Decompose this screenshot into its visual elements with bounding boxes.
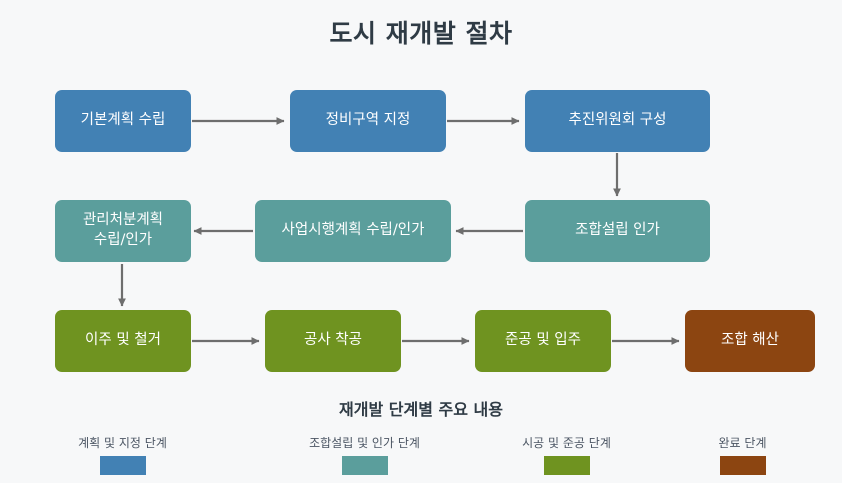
legend-swatch <box>341 456 388 475</box>
legend-swatch <box>719 456 766 475</box>
flow-node-label: 기본계획 수립 <box>80 112 166 129</box>
flow-node-step7[interactable]: 이주 및 철거 <box>55 310 191 372</box>
flow-node-step9[interactable]: 준공 및 입주 <box>475 310 611 372</box>
flow-node-step8[interactable]: 공사 착공 <box>265 310 401 372</box>
flow-node-label: 조합설립 인가 <box>575 222 660 239</box>
flow-node-step4[interactable]: 조합설립 인가 <box>525 200 710 262</box>
flow-node-label: 이주 및 철거 <box>85 332 161 349</box>
flow-node-step6[interactable]: 관리처분계획 수립/인가 <box>55 200 191 262</box>
flow-node-step10[interactable]: 조합 해산 <box>685 310 815 372</box>
legend-item-label: 계획 및 지정 단계 <box>78 436 167 450</box>
legend-swatch <box>99 456 146 475</box>
legend-title: 재개발 단계별 주요 내용 <box>339 400 503 419</box>
legend-item-label: 조합설립 및 인가 단계 <box>309 436 420 450</box>
flow-node-label: 추진위원회 구성 <box>568 112 667 129</box>
flow-node-label: 공사 착공 <box>304 332 362 349</box>
page-title: 도시 재개발 절차 <box>329 19 513 48</box>
legend-item-label: 시공 및 준공 단계 <box>522 436 611 450</box>
flow-node-step1[interactable]: 기본계획 수립 <box>55 90 191 152</box>
flow-node-label: 조합 해산 <box>721 332 779 349</box>
flow-node-label: 사업시행계획 수립/인가 <box>281 222 425 239</box>
flow-node-step2[interactable]: 정비구역 지정 <box>290 90 446 152</box>
flow-node-step3[interactable]: 추진위원회 구성 <box>525 90 710 152</box>
flow-node-label: 준공 및 입주 <box>505 332 581 349</box>
flow-node-step5[interactable]: 사업시행계획 수립/인가 <box>255 200 451 262</box>
legend-swatch <box>543 456 590 475</box>
flow-node-label: 정비구역 지정 <box>325 112 411 129</box>
legend-item-label: 완료 단계 <box>718 436 767 450</box>
flow-node-label: 관리처분계획 수립/인가 <box>82 212 164 248</box>
